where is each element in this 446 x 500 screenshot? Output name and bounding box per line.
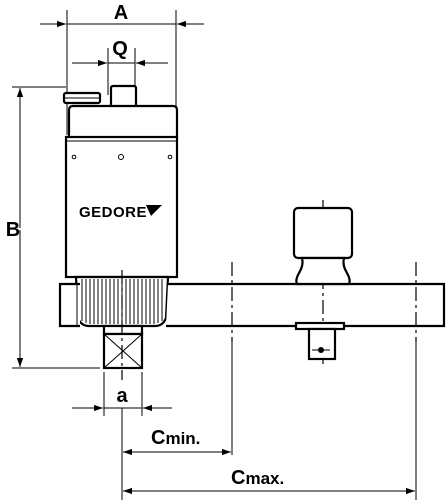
- ribbed-ring: [74, 275, 170, 328]
- dimension-c-max-label: Cmax.: [231, 467, 284, 489]
- output-square-drive: [102, 270, 144, 380]
- dimension-c-max: Cmax.: [123, 342, 417, 500]
- dimension-q-width: Q: [72, 38, 168, 67]
- reaction-arm: [58, 200, 446, 365]
- multiplier-housing: GEDORE: [62, 84, 179, 279]
- dimension-q-label: Q: [112, 38, 128, 60]
- dimension-small-a-label: a: [116, 385, 128, 407]
- dimension-b-label: B: [6, 219, 20, 241]
- brand-logo-mark: [146, 205, 162, 216]
- dimension-b-height: B: [6, 88, 24, 367]
- dimension-a-label: A: [114, 2, 128, 24]
- dimension-a-square: a: [72, 385, 172, 412]
- dimension-c-min: Cmin.: [123, 342, 233, 456]
- reaction-socket: [292, 206, 354, 361]
- brand-logo: GEDORE: [79, 204, 147, 221]
- dimension-a-width: A: [40, 2, 204, 28]
- dimension-c-min-label: Cmin.: [151, 427, 200, 449]
